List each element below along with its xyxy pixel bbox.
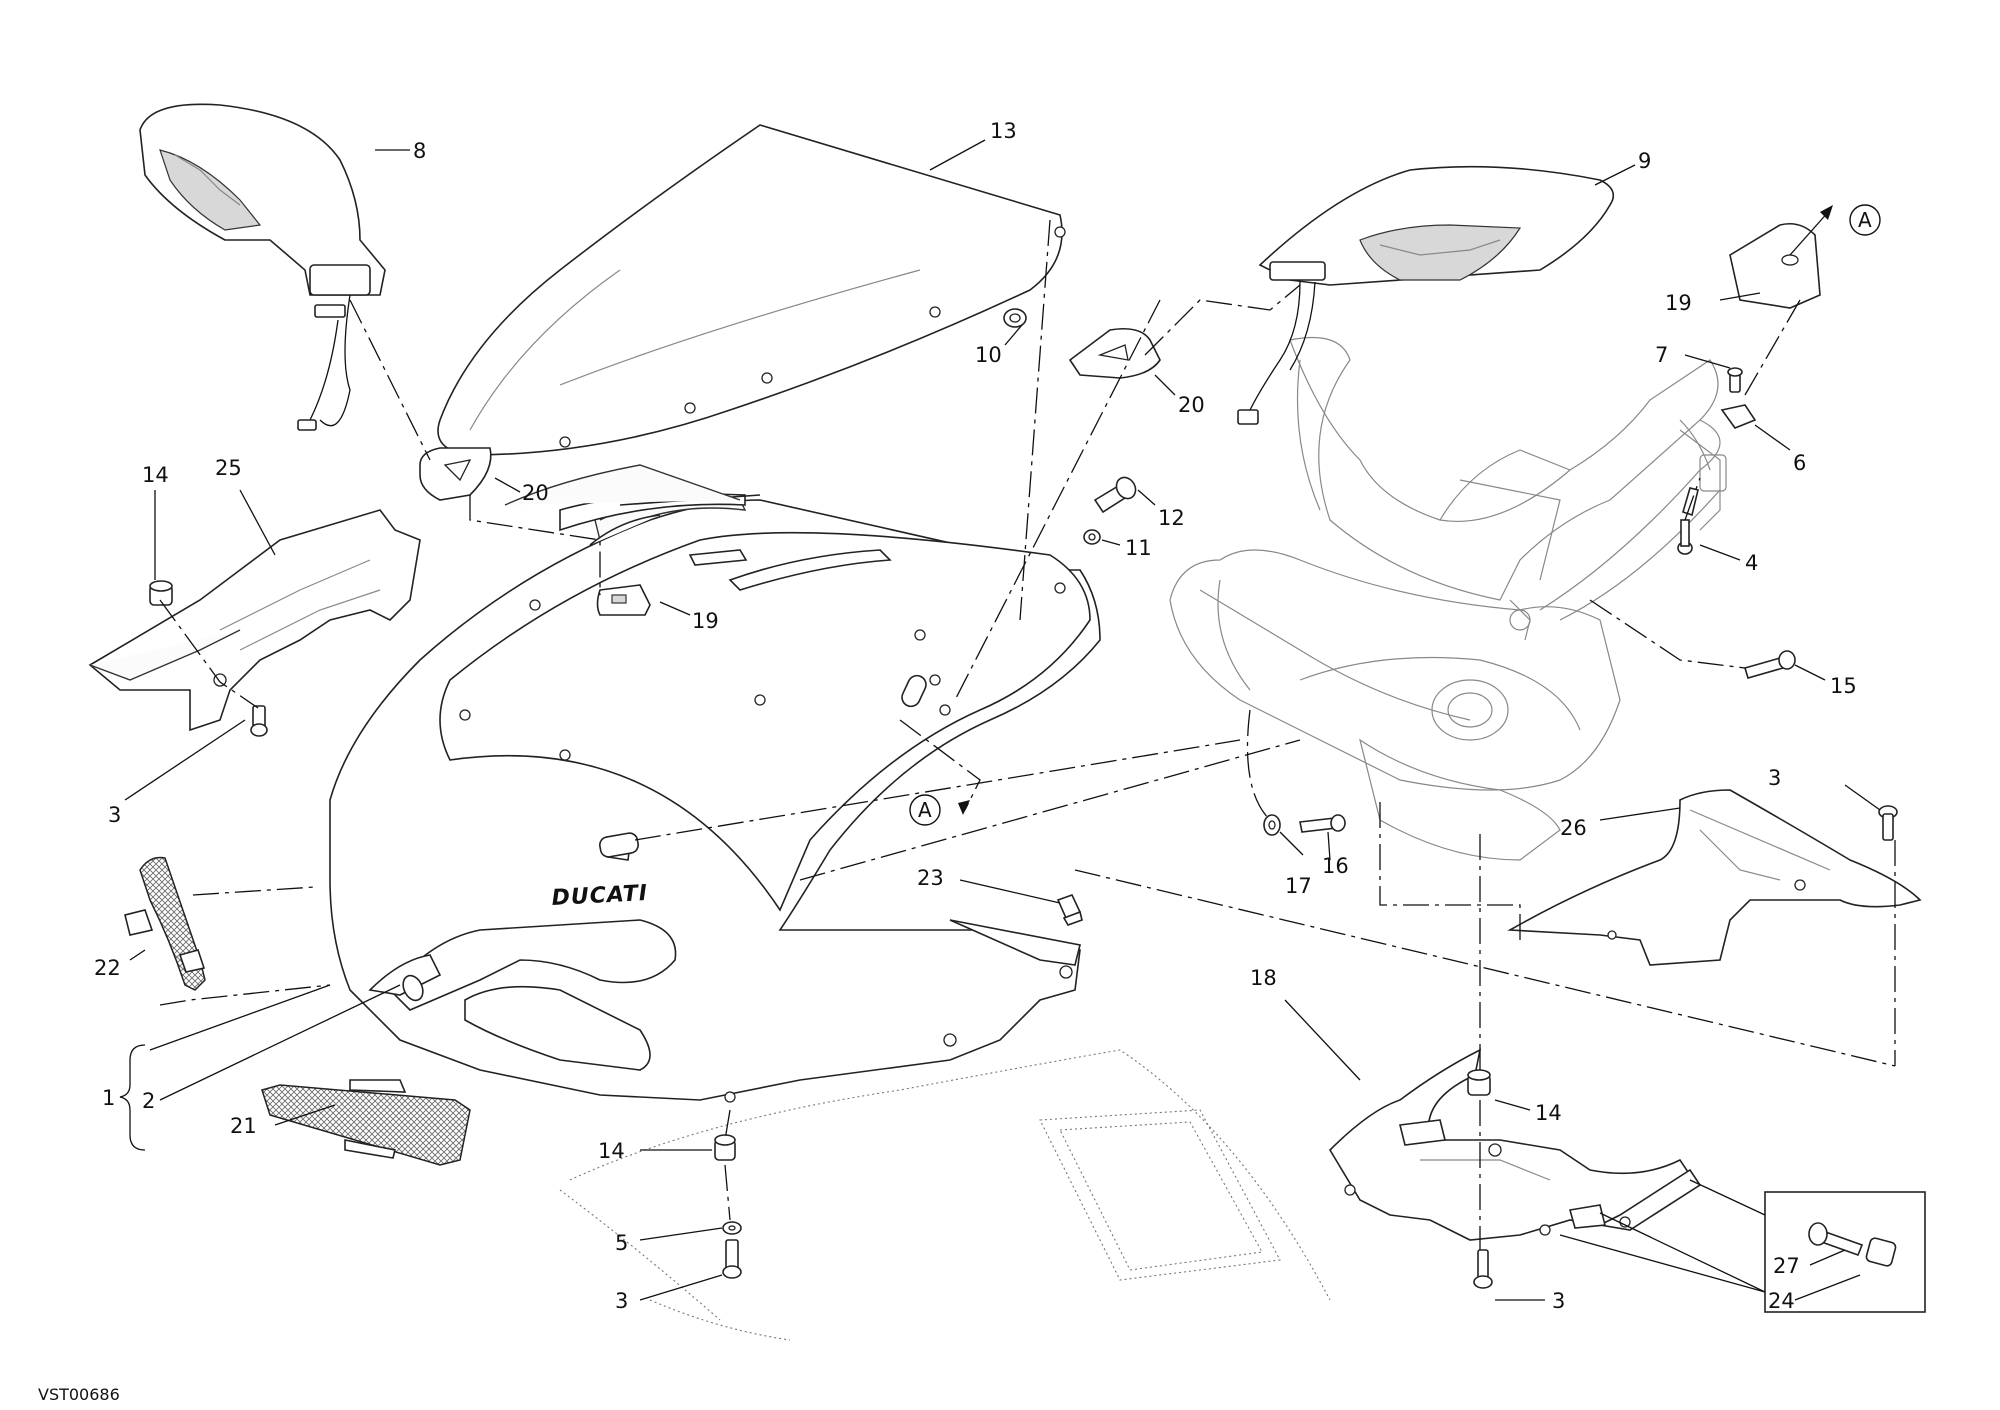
- rubber-pad-part-20-right: [1068, 327, 1161, 379]
- callout-24: 24: [1768, 1289, 1795, 1313]
- inset-box: [1764, 1191, 1926, 1313]
- assembly-lines: [159, 219, 1896, 1250]
- callout-20-left: 20: [522, 481, 549, 505]
- washer-part-17: [1263, 814, 1281, 836]
- callout-14-lower: 14: [598, 1139, 625, 1163]
- screw-part-3-left: [250, 705, 268, 737]
- callout-6: 6: [1793, 451, 1806, 475]
- ref-arrow-up: A: [1789, 204, 1881, 256]
- callout-16: 16: [1322, 854, 1349, 878]
- washer-part-5: [722, 1221, 742, 1235]
- washer-part-11: [1083, 529, 1101, 545]
- screw-part-15: [1744, 650, 1796, 679]
- screw-part-3-bottom: [1473, 1249, 1493, 1289]
- brand-decal: DUCATI: [551, 881, 649, 911]
- ghost-lower-fairing: [559, 1049, 1331, 1341]
- windscreen-part-13: [437, 124, 1066, 456]
- callout-19-right: 19: [1665, 291, 1692, 315]
- right-inner-panel-part-26: [1507, 789, 1922, 966]
- callout-26: 26: [1560, 816, 1587, 840]
- callout-14-right: 14: [1535, 1101, 1562, 1125]
- ref-marker-a-bottom: A: [918, 798, 932, 822]
- callout-5: 5: [615, 1231, 628, 1255]
- mesh-grille-part-21: [261, 1079, 471, 1166]
- callout-14-left: 14: [142, 463, 169, 487]
- callout-23: 23: [917, 866, 944, 890]
- ghost-fairing-bracket-right: [1539, 419, 1727, 621]
- rubber-pad-part-19-right: [1729, 222, 1821, 309]
- screw-part-4: [1677, 487, 1699, 555]
- callout-21: 21: [230, 1114, 257, 1138]
- nut-part-14-right: [1467, 1069, 1491, 1096]
- nut-part-14-left: [149, 580, 173, 606]
- main-fairing-part-1: DUCATI: [329, 464, 1101, 1103]
- callout-22: 22: [94, 956, 121, 980]
- rubber-pad-part-19-left: [596, 584, 651, 616]
- left-inner-panel-part-25: [88, 509, 421, 732]
- drawing-code: VST00686: [38, 1385, 120, 1404]
- leader-lines: [119, 139, 1881, 1301]
- fairing-mount-slot: [901, 674, 927, 708]
- callout-17: 17: [1285, 874, 1312, 898]
- callout-12: 12: [1158, 506, 1185, 530]
- lower-bracket-part-18: [1328, 1048, 1702, 1241]
- left-mirror-part-8: [139, 103, 386, 431]
- callout-9: 9: [1638, 149, 1651, 173]
- callout-4: 4: [1745, 551, 1758, 575]
- callout-13: 13: [990, 119, 1017, 143]
- callout-15: 15: [1830, 674, 1857, 698]
- callout-1: 1: [102, 1086, 115, 1110]
- rubber-pad-part-20-left: [419, 447, 492, 501]
- screw-part-16: [1299, 814, 1346, 833]
- screw-part-3-lower: [722, 1239, 742, 1279]
- callout-11: 11: [1125, 536, 1152, 560]
- fairing-pin: [599, 832, 639, 858]
- callout-3-right: 3: [1768, 766, 1781, 790]
- callout-27: 27: [1773, 1254, 1800, 1278]
- callout-7: 7: [1655, 343, 1668, 367]
- callout-3-lower: 3: [615, 1289, 628, 1313]
- callout-19-left: 19: [692, 609, 719, 633]
- callout-8: 8: [413, 139, 426, 163]
- mesh-side-part-22: [124, 856, 206, 991]
- ghost-headlight-frame: [1169, 336, 1719, 861]
- ref-arrow-down: A: [909, 794, 970, 826]
- callout-18: 18: [1250, 966, 1277, 990]
- screw-part-7: [1727, 367, 1743, 393]
- callout-3-left: 3: [108, 803, 121, 827]
- screw-part-3-right: [1878, 805, 1898, 841]
- clip-part-6: [1720, 404, 1757, 429]
- callout-3-bottom: 3: [1552, 1289, 1565, 1313]
- callout-20-right: 20: [1178, 393, 1205, 417]
- callout-numbers: 8 13 9 10 20 12 11 19 7 6 4 15 14 25 20 …: [94, 119, 1857, 1313]
- clip-part-23: [1056, 894, 1083, 926]
- right-mirror-part-9: [1237, 165, 1615, 425]
- ref-marker-a-top: A: [1858, 208, 1872, 232]
- nut-part-14-lower: [714, 1134, 736, 1161]
- screw-part-12: [1093, 476, 1137, 514]
- callout-10: 10: [975, 343, 1002, 367]
- callout-2: 2: [142, 1089, 155, 1113]
- callout-25: 25: [215, 456, 242, 480]
- nut-part-10: [1003, 308, 1027, 328]
